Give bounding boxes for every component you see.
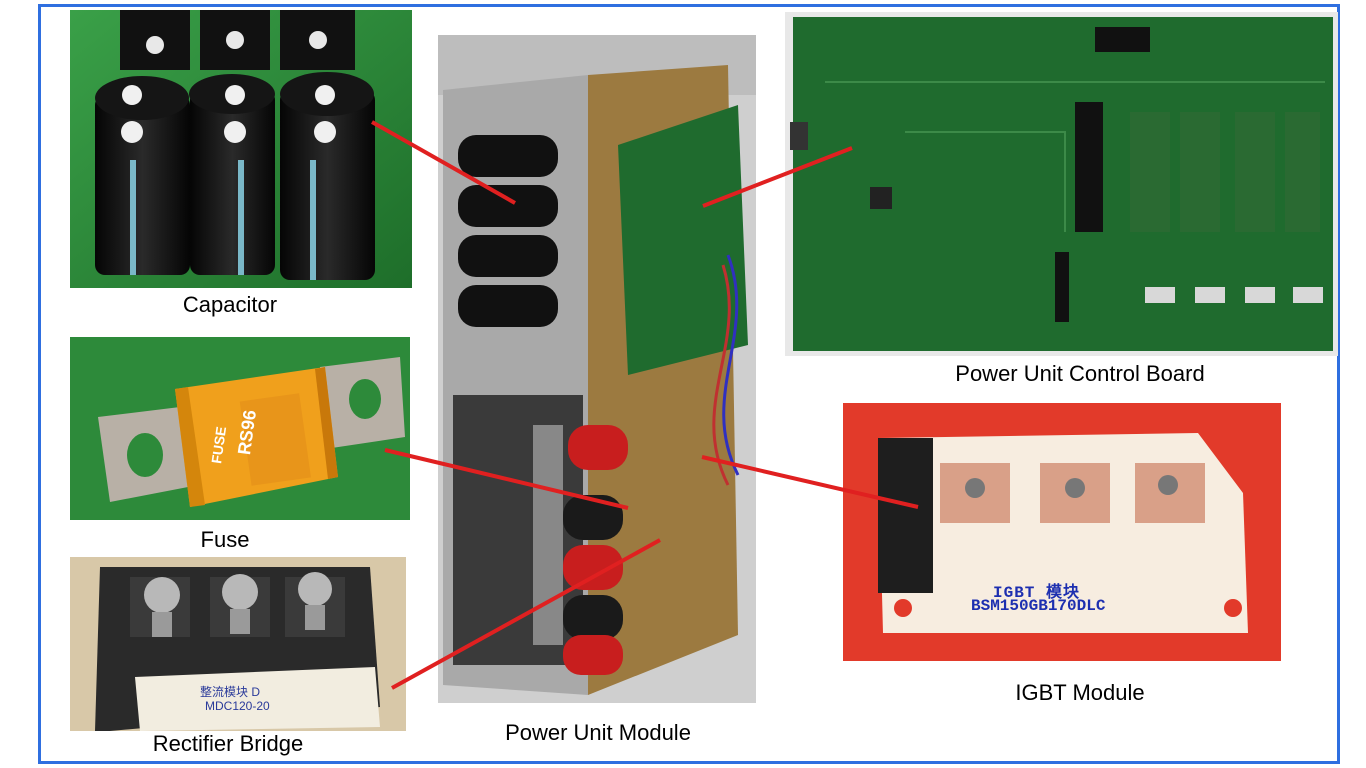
rectifier-label: Rectifier Bridge: [152, 731, 304, 756]
rectifier-photo: 整流模块 D MDC120-20: [70, 557, 406, 731]
rectifier-text-1: 整流模块 D: [200, 685, 261, 699]
power-module-label: Power Unit Module: [505, 720, 691, 745]
fuse-photo: FUSE RS96: [70, 337, 410, 520]
capacitor-label: Capacitor: [182, 292, 278, 317]
power-module-photo: [438, 35, 756, 703]
igbt-label: IGBT Module: [1015, 680, 1145, 705]
control-board-label: Power Unit Control Board: [955, 361, 1205, 386]
igbt-text-2: BSM150GB170DLC: [971, 597, 1106, 615]
fuse-label: Fuse: [200, 527, 250, 552]
control-board-photo: [785, 12, 1338, 356]
rectifier-text-2: MDC120-20: [205, 699, 270, 713]
capacitor-photo: [70, 10, 412, 288]
igbt-photo: IGBT 模块 BSM150GB170DLC: [843, 403, 1281, 661]
igbt-text-1: IGBT 模块: [993, 584, 1081, 602]
